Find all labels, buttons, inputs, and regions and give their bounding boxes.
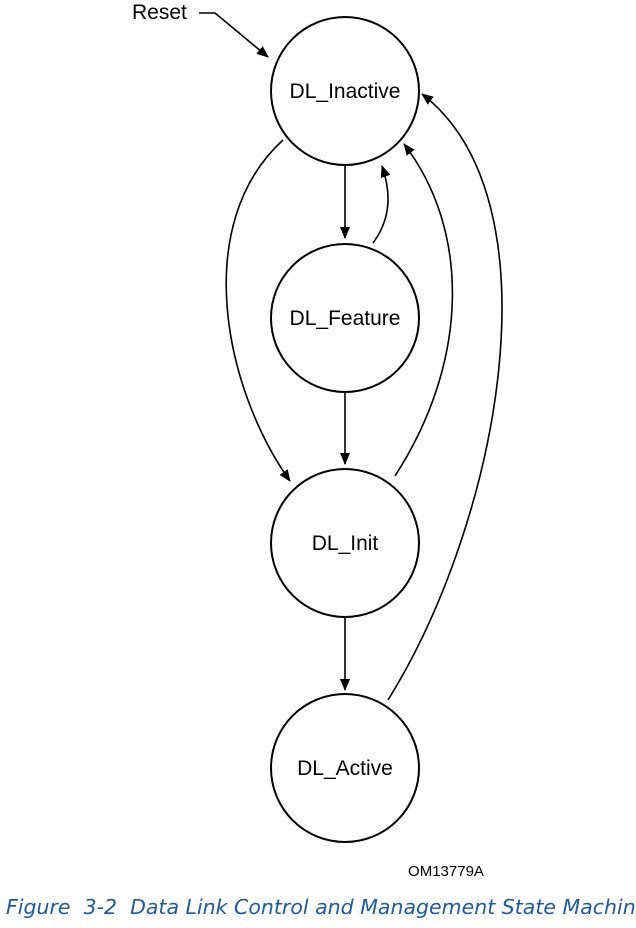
state-dl-init-label: DL_Init [312, 532, 379, 555]
state-dl-active-label: DL_Active [297, 757, 393, 780]
state-dl-inactive: DL_Inactive [270, 16, 420, 166]
edge-init-to-inactive [394, 143, 454, 477]
edge-inactive-to-init [225, 139, 291, 482]
state-dl-inactive-label: DL_Inactive [290, 80, 401, 103]
state-dl-feature: DL_Feature [270, 243, 420, 393]
state-dl-feature-label: DL_Feature [290, 307, 401, 330]
figure-caption: Figure 3-2 Data Link Control and Managem… [6, 895, 636, 919]
state-dl-active: DL_Active [270, 693, 420, 843]
edge-active-to-inactive [387, 93, 503, 701]
reset-label: Reset [132, 1, 187, 24]
figure-id: OM13779A [408, 863, 484, 880]
edge-feature-to-inactive [372, 165, 391, 244]
reset-arrow [199, 12, 269, 58]
state-dl-init: DL_Init [270, 468, 420, 618]
